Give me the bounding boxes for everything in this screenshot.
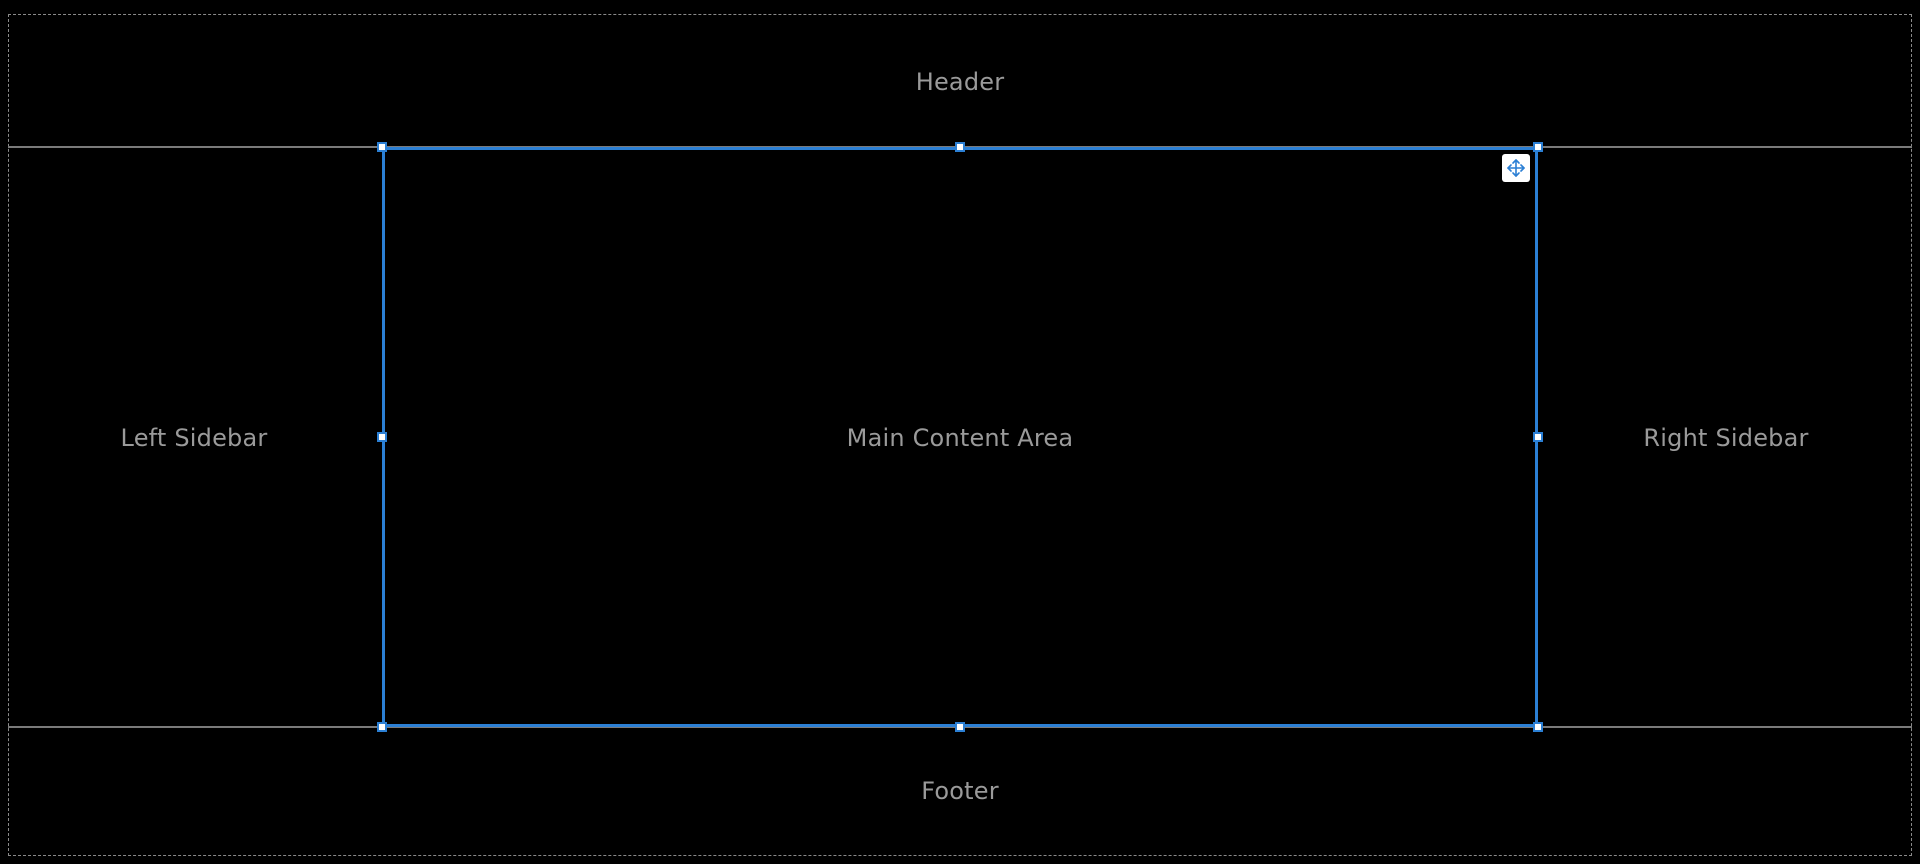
resize-handle-top-left[interactable]	[377, 142, 387, 152]
resize-handle-bottom-left[interactable]	[377, 722, 387, 732]
resize-handle-bottom-center[interactable]	[955, 722, 965, 732]
resize-handle-bottom-right[interactable]	[1533, 722, 1543, 732]
move-button[interactable]	[1502, 154, 1530, 182]
move-arrows-icon	[1507, 159, 1525, 177]
left-sidebar-region-label[interactable]: Left Sidebar	[120, 424, 268, 452]
resize-handle-middle-right[interactable]	[1533, 432, 1543, 442]
right-sidebar-region-label[interactable]: Right Sidebar	[1643, 424, 1809, 452]
resize-handle-top-center[interactable]	[955, 142, 965, 152]
resize-handle-middle-left[interactable]	[377, 432, 387, 442]
resize-handle-top-right[interactable]	[1533, 142, 1543, 152]
main-content-region-label[interactable]: Main Content Area	[846, 424, 1074, 452]
header-region-label[interactable]: Header	[915, 68, 1005, 96]
page-frame	[8, 14, 1912, 856]
footer-region-label[interactable]: Footer	[921, 777, 999, 805]
main-content-selection-box[interactable]	[382, 147, 1538, 727]
